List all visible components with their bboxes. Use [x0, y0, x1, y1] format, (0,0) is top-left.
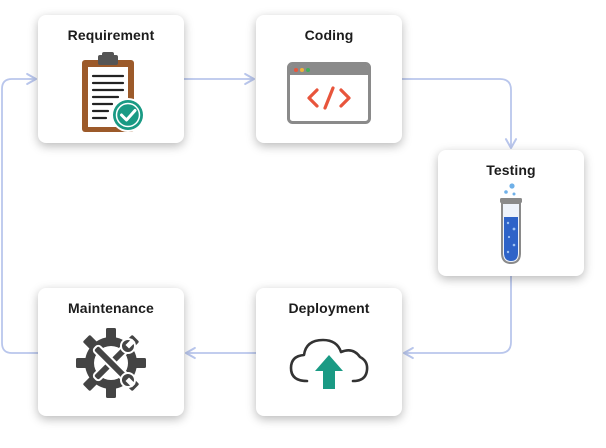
connector-coding-to-testing: [402, 78, 518, 150]
stage-card-requirement: Requirement: [38, 15, 184, 143]
stage-label-maintenance: Maintenance: [68, 300, 154, 316]
code-window-icon: [287, 62, 371, 124]
stage-label-coding: Coding: [304, 27, 354, 43]
stage-card-testing: Testing: [438, 150, 584, 276]
cloud-upload-icon: [289, 338, 369, 389]
stage-card-deployment: Deployment: [256, 288, 402, 416]
stage-label-testing: Testing: [486, 162, 536, 178]
stage-card-coding: Coding: [256, 15, 402, 143]
test-tube-icon: [500, 183, 522, 265]
gear-wrench-icon: [76, 328, 146, 398]
connector-maintenance-to-requirement: [1, 72, 38, 354]
connector-testing-to-deployment: [402, 276, 512, 360]
stage-label-deployment: Deployment: [288, 300, 370, 316]
stage-card-maintenance: Maintenance: [38, 288, 184, 416]
stage-label-requirement: Requirement: [67, 27, 155, 43]
clipboard-check-icon: [82, 52, 145, 132]
